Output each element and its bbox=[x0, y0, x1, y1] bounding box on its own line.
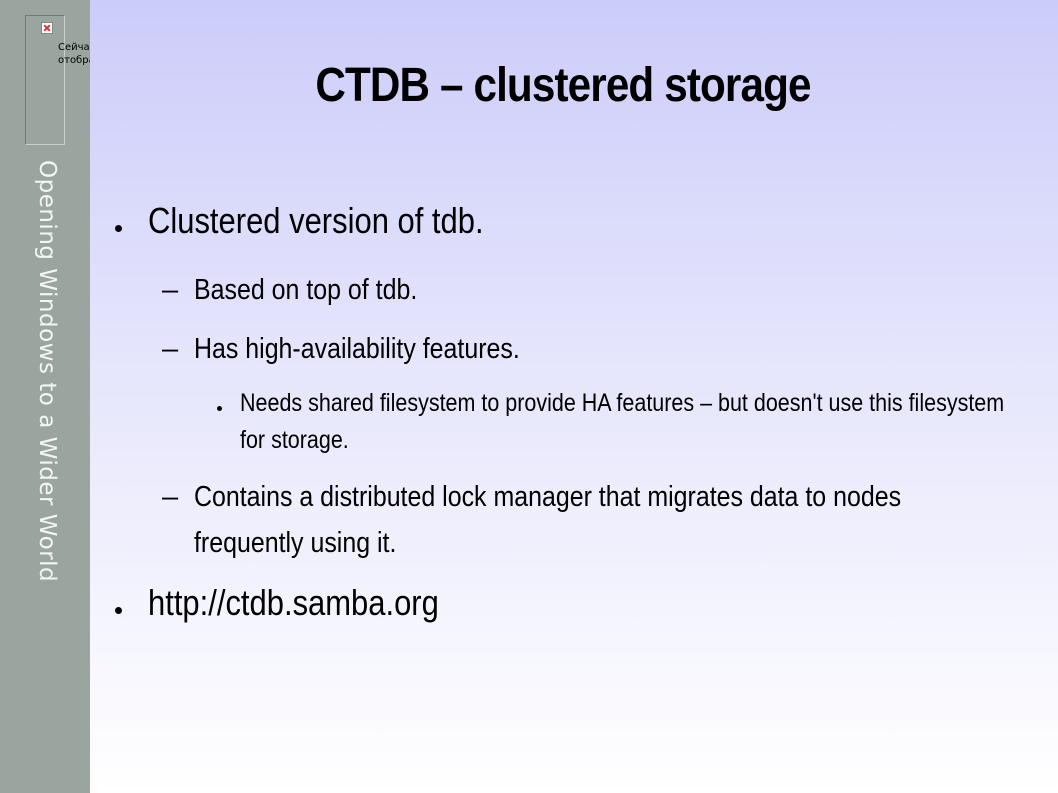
sub-sub-bullet-text: Needs shared filesystem to provide HA fe… bbox=[240, 389, 1005, 454]
sidebar-vertical-tagline: Opening Windows to a Wider World bbox=[34, 160, 60, 583]
sub-sub-bullet-item: Needs shared filesystem to provide HA fe… bbox=[240, 385, 1058, 459]
sub-bullet-text: Has high-availability features. bbox=[194, 333, 520, 365]
broken-image-icon bbox=[41, 22, 53, 34]
sub-bullet-text: Based on top of tdb. bbox=[194, 274, 418, 306]
slide-title: CTDB – clustered storage bbox=[315, 59, 811, 112]
bullet-item-link: http://ctdb.samba.org bbox=[148, 582, 1028, 624]
bullet-item: Clustered version of tdb. bbox=[148, 200, 1028, 242]
bullet-text: Clustered version of tdb. bbox=[148, 200, 484, 241]
bullet-icon bbox=[115, 225, 122, 232]
dash-icon: – bbox=[162, 333, 179, 365]
dash-icon: – bbox=[162, 481, 179, 513]
sub-bullet-item: Has high-availability features. bbox=[194, 326, 1014, 372]
bullet-icon bbox=[115, 607, 122, 614]
sub-bullet-item: Contains a distributed lock manager that… bbox=[194, 474, 1058, 566]
sidebar: Сейчас не удается отобразить Opening Win… bbox=[0, 0, 157, 793]
broken-image-placeholder bbox=[25, 15, 65, 145]
slide-content: CTDB – clustered storage Clustered versi… bbox=[90, 0, 1058, 793]
sub-bullet-text: Contains a distributed lock manager that… bbox=[194, 481, 902, 559]
sub-bullet-item: Based on top of tdb. bbox=[194, 267, 1014, 313]
bullet-text-url: http://ctdb.samba.org bbox=[148, 582, 439, 623]
bullet-icon bbox=[217, 406, 222, 411]
dash-icon: – bbox=[162, 274, 179, 306]
